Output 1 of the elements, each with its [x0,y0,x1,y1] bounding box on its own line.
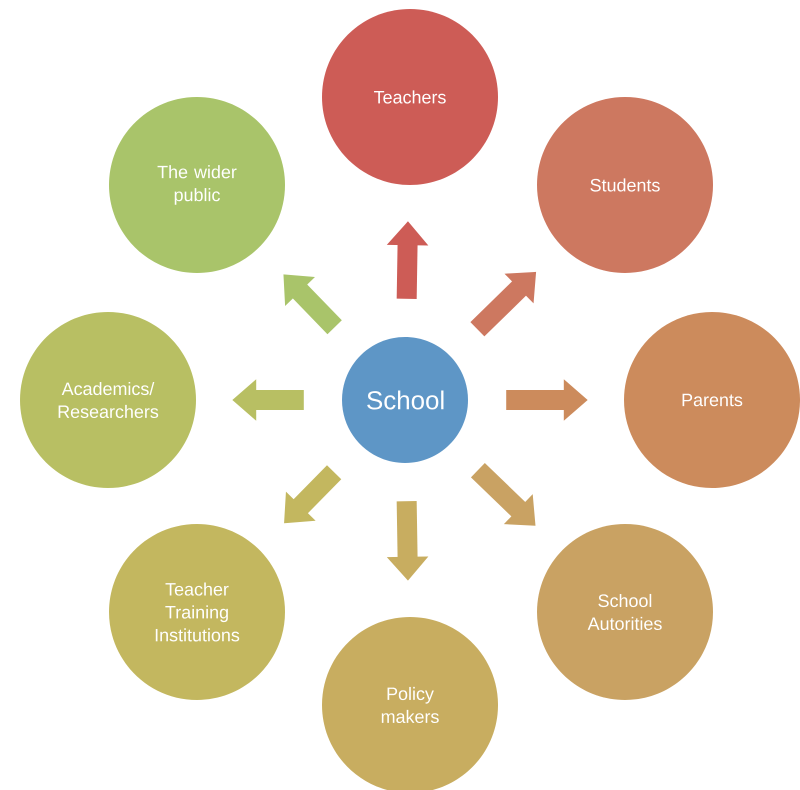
block-arrow [470,463,536,526]
